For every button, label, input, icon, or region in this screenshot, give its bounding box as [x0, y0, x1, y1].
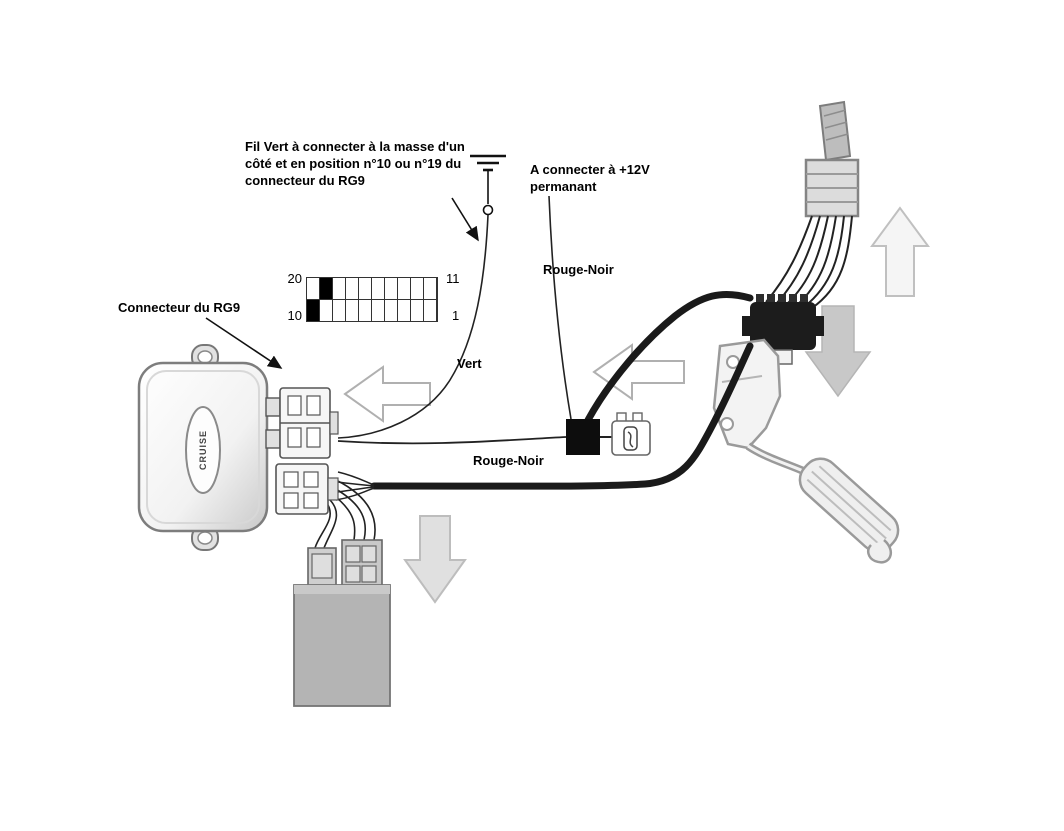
bottom-box-wires [314, 479, 376, 549]
fuse-holder [611, 412, 651, 456]
power-note: A connecter à +12V permanant [530, 162, 650, 194]
arrow-left-icon [343, 365, 431, 423]
pin-cell [385, 278, 397, 299]
pin-cell [320, 278, 332, 299]
pin-label-10: 10 [287, 308, 302, 323]
main-harness-cable [370, 290, 754, 490]
pin-label-1: 1 [452, 308, 460, 323]
cruise-module: CRUISE [137, 344, 269, 551]
rg9-connector-lower [275, 463, 339, 515]
vert-label: Vert [457, 356, 482, 371]
rg9-connector-upper [265, 387, 339, 459]
pin-cell [372, 278, 384, 299]
pin-cell [411, 278, 423, 299]
bottom-module-box [293, 539, 391, 707]
module-logo-text: CRUISE [198, 430, 208, 470]
rouge-noir-label-top: Rouge-Noir [543, 262, 614, 277]
pin-cell [359, 300, 371, 321]
power-12v-wire [548, 195, 572, 420]
arrow-left-2-icon [592, 343, 685, 401]
pin-cell [398, 278, 410, 299]
pin-cell [307, 300, 319, 321]
pin-label-20: 20 [287, 271, 302, 286]
pointer-arrow-connector [205, 317, 283, 369]
pin-cell [424, 300, 436, 321]
ground-symbol-icon [470, 154, 506, 216]
connecteur-rg9-label: Connecteur du RG9 [118, 300, 241, 315]
pointer-arrow-green-wire [451, 197, 479, 242]
pin-cell [320, 300, 332, 321]
pedal-pad [798, 457, 900, 564]
pin-cell [333, 300, 345, 321]
pin-cell [333, 278, 345, 299]
pedal-arm [745, 442, 810, 477]
green-ground-wire [337, 214, 489, 439]
pedal-bracket [712, 338, 782, 450]
arrow-up-icon [870, 206, 930, 297]
pin-cell [398, 300, 410, 321]
pin-cell [307, 278, 319, 299]
pin-cell [424, 278, 436, 299]
pin-cell [346, 278, 358, 299]
arrow-down-2-icon [403, 515, 467, 604]
pin-cell [372, 300, 384, 321]
pin-grid [306, 277, 438, 322]
rouge-noir-label-mid: Rouge-Noir [473, 453, 544, 468]
pin-cell [359, 278, 371, 299]
pin-cell [385, 300, 397, 321]
pin-cell [411, 300, 423, 321]
rouge-noir-wire [337, 436, 567, 445]
ground-note: Fil Vert à connecter à la masse d'un côt… [245, 139, 465, 188]
pin-label-11: 11 [446, 271, 460, 286]
pedal-sensor-plug [804, 100, 860, 218]
connector-merge-wires [335, 471, 375, 501]
relay-block [566, 419, 614, 455]
pin-cell [346, 300, 358, 321]
